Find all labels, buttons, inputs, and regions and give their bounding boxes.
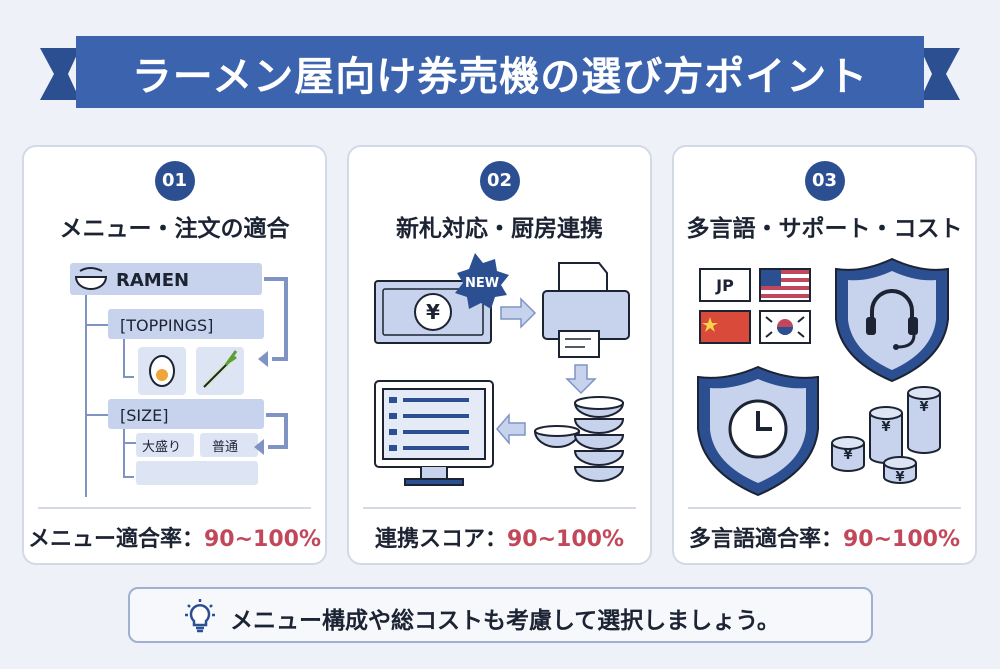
menu-root-label: RAMEN xyxy=(116,270,189,291)
coin-yen-symbol: ¥ xyxy=(881,420,890,435)
score-label: 多言語適合率： xyxy=(688,527,843,552)
ramen-bowl-icon xyxy=(74,267,108,290)
score-value: 90~100% xyxy=(507,527,625,552)
ticket-printer-icon xyxy=(542,262,630,358)
score-label: メニュー適合率： xyxy=(27,527,204,552)
coin-yen-symbol: ¥ xyxy=(895,470,904,485)
score-label: 連携スコア： xyxy=(374,527,507,552)
score-line: メニュー適合率：90~100% xyxy=(24,521,325,553)
tip-box: メニュー構成や総コストも考慮して選択しましょう。 xyxy=(128,587,873,643)
card-divider xyxy=(688,507,961,509)
kitchen-link-illustration: ¥ NEW xyxy=(374,253,630,486)
page-title: ラーメン屋向け券売機の選び方ポイント xyxy=(131,54,869,100)
jp-flag-icon: JP xyxy=(699,268,751,302)
headset-shield-icon xyxy=(835,257,949,383)
card-menu-fit: 01 メニュー・注文の適合 RAMEN [TOPPINGS] [SIZE] 大盛… xyxy=(22,145,327,565)
card-title: メニュー・注文の適合 xyxy=(59,216,290,242)
card-number: 03 xyxy=(804,161,845,201)
new-badge: NEW xyxy=(455,253,509,309)
us-flag-icon xyxy=(759,268,811,302)
card-bill-kitchen: 02 新札対応・厨房連携 ¥ NEW xyxy=(347,145,652,565)
coin-yen-symbol: ¥ xyxy=(919,400,928,415)
yen-symbol: ¥ xyxy=(426,300,440,324)
card-language-support-cost: 03 多言語・サポート・コスト JP xyxy=(672,145,977,565)
tip-text: メニュー構成や総コストも考慮して選択しましょう。 xyxy=(230,608,780,634)
size-large-label: 大盛り xyxy=(142,440,181,455)
size-label: [SIZE] xyxy=(120,406,168,425)
green-onion-icon xyxy=(201,350,238,390)
toppings-label: [TOPPINGS] xyxy=(120,316,213,335)
score-value: 90~100% xyxy=(843,527,961,552)
jp-label: JP xyxy=(715,276,734,295)
egg-icon xyxy=(149,355,175,387)
card-divider xyxy=(363,507,636,509)
score-line: 連携スコア：90~100% xyxy=(349,521,650,553)
card-number: 02 xyxy=(479,161,520,201)
size-regular-label: 普通 xyxy=(212,440,238,455)
coin-stacks-icon xyxy=(831,386,941,484)
score-value: 90~100% xyxy=(204,527,322,552)
card-divider xyxy=(38,507,311,509)
ramen-bowls-icon xyxy=(533,396,625,482)
new-label: NEW xyxy=(465,276,499,291)
card-title: 新札対応・厨房連携 xyxy=(396,216,603,242)
cn-flag-icon xyxy=(699,310,751,344)
card-title: 多言語・サポート・コスト xyxy=(686,216,963,242)
banknote-icon: ¥ xyxy=(374,280,492,344)
support-cost-illustration: JP xyxy=(697,257,949,497)
kr-flag-icon xyxy=(759,310,811,344)
score-line: 多言語適合率：90~100% xyxy=(674,521,975,553)
coin-yen-symbol: ¥ xyxy=(843,448,852,463)
card-number: 01 xyxy=(154,161,195,201)
title-banner: ラーメン屋向け券売機の選び方ポイント xyxy=(40,30,960,116)
lightbulb-icon xyxy=(185,599,215,633)
menu-tree-illustration: RAMEN [TOPPINGS] [SIZE] 大盛り 普通 xyxy=(70,263,288,497)
clock-shield-icon xyxy=(697,365,819,497)
